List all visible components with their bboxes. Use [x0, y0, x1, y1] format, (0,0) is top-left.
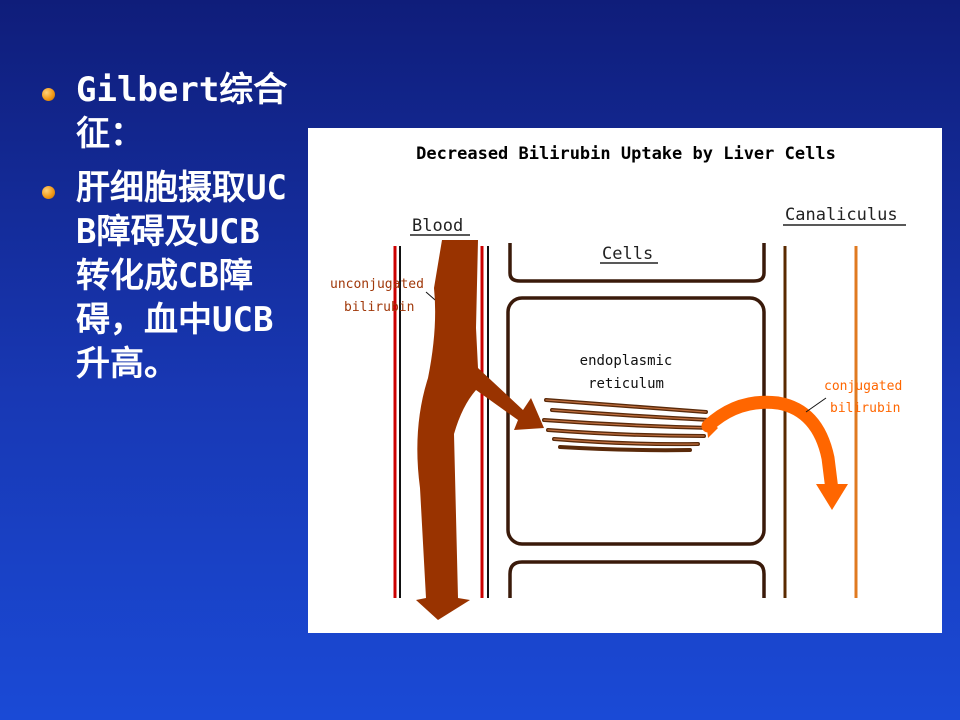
er-strand — [558, 445, 692, 453]
cell-middle — [506, 296, 766, 546]
label-er-line1: endoplasmic — [580, 353, 673, 369]
endoplasmic-reticulum — [542, 398, 714, 453]
er-strand-highlight — [545, 399, 707, 413]
er-strand-highlight — [551, 409, 711, 421]
conjugated-bilirubin-arrow — [701, 395, 839, 497]
figure-diagram: Decreased Bilirubin Uptake by Liver Cell… — [330, 144, 906, 620]
conjugated-arrow-tail — [706, 418, 718, 438]
label-blood: Blood — [412, 216, 463, 236]
bullet-text: 肝细胞摄取UCB障碍及UCB转化成CB障碍，血中UCB升高。 — [76, 168, 287, 384]
figure-title: Decreased Bilirubin Uptake by Liver Cell… — [416, 144, 836, 164]
label-cells: Cells — [602, 244, 653, 264]
label-conjugated-line2: bilirubin — [830, 401, 900, 416]
er-strand-highlight — [547, 429, 705, 437]
label-conjugated-line1: conjugated — [824, 379, 902, 394]
bullet-text: Gilbert综合征： — [76, 70, 288, 154]
unconjugated-bilirubin-stream — [416, 240, 544, 620]
conjugated-arrow-head — [816, 484, 848, 510]
er-strand-highlight — [543, 419, 713, 429]
bullet-dot-icon — [42, 186, 55, 199]
label-canaliculus: Canaliculus — [785, 205, 898, 225]
label-unconjugated-line1: unconjugated — [330, 277, 424, 292]
conjugated-pointer — [805, 397, 827, 413]
bullet-item-ucb: 肝细胞摄取UCB障碍及UCB转化成CB障碍，血中UCB升高。 — [40, 166, 290, 386]
label-unconjugated-line2: bilirubin — [344, 300, 414, 315]
bullet-dot-icon — [42, 88, 55, 101]
cell-top — [508, 243, 766, 283]
bilirubin-uptake-figure: Decreased Bilirubin Uptake by Liver Cell… — [308, 128, 942, 633]
cell-bottom — [508, 560, 766, 598]
bullet-list: Gilbert综合征： 肝细胞摄取UCB障碍及UCB转化成CB障碍，血中UCB升… — [40, 68, 290, 396]
er-strand-highlight — [553, 438, 699, 445]
label-er-line2: reticulum — [588, 376, 664, 392]
er-strand — [546, 428, 706, 438]
bullet-item-gilbert: Gilbert综合征： — [40, 68, 290, 156]
